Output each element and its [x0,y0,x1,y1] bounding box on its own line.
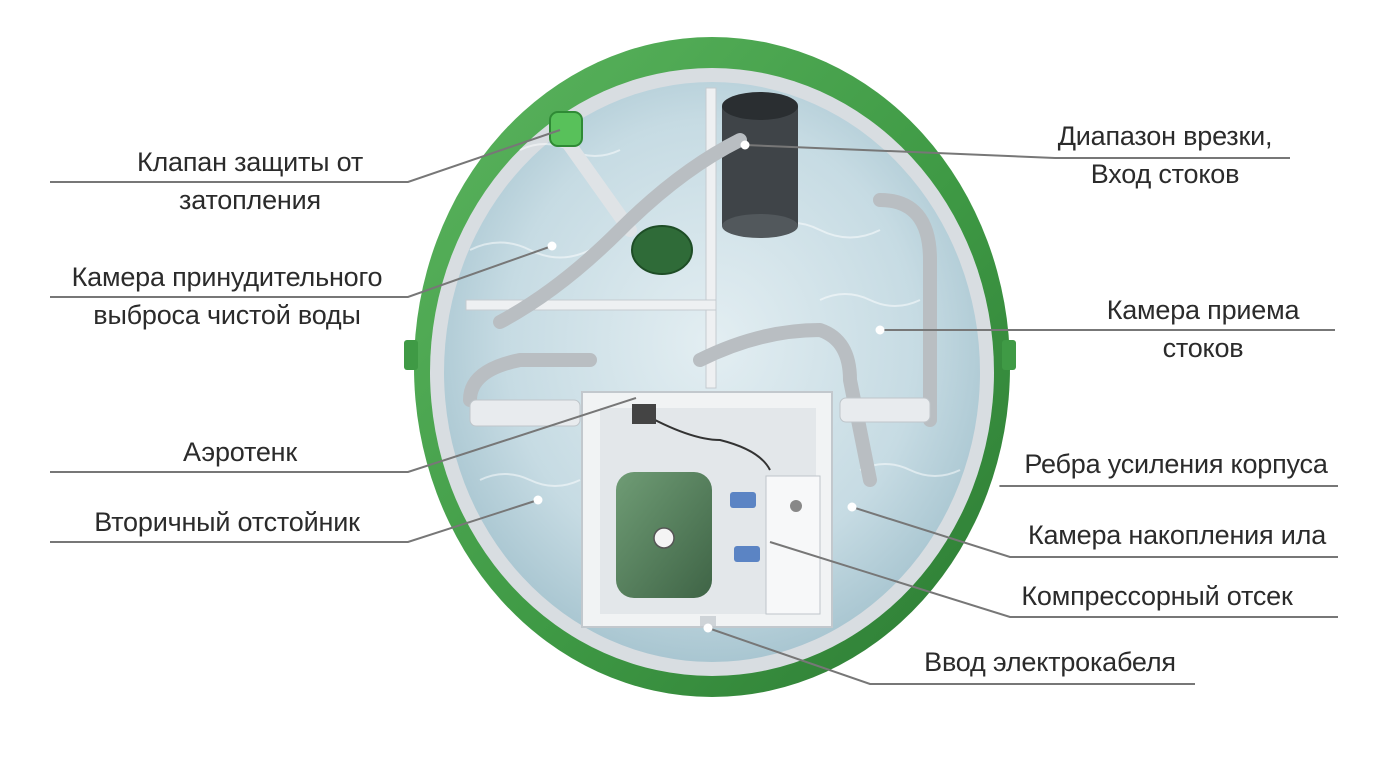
label-power-cable-entry-line1: Ввод электрокабеля [924,647,1176,677]
label-inlet-range: Диапазон врезки, Вход стоков [1050,117,1280,193]
label-receiving-chamber-line1: Камера приема [1106,295,1300,325]
label-flood-valve-line1: Клапан защиты от [136,147,364,177]
discharge-pump [631,225,693,275]
electric-box [765,475,821,615]
leader-lines [50,129,1338,685]
leader-secondary-clarifier [50,499,539,543]
label-reinforcement-ribs-line1: Ребра усиления корпуса [1024,449,1328,479]
label-sludge-chamber: Камера накопления ила [1010,516,1344,554]
label-flood-valve-line2: затопления [179,185,321,215]
valve-blue-2 [734,546,760,562]
label-secondary-clarifier: Вторичный отстойник [62,503,392,541]
label-receiving-chamber-line2: стоков [1162,333,1244,363]
label-secondary-clarifier-line1: Вторичный отстойник [94,507,360,537]
label-compressor-compartment-line1: Компрессорный отсек [1021,581,1293,611]
left-stub [404,340,418,370]
leader-sludge-chamber [851,506,1338,558]
label-receiving-chamber: Камера приема стоков [1088,291,1318,367]
leader-flood-valve [50,129,561,183]
label-aerotank-line1: Аэротенк [182,437,298,467]
leader-inlet-range [744,144,1290,159]
air-manifold-left [469,399,581,427]
valve-blue-1 [730,492,756,508]
label-flood-valve: Клапан защиты от затопления [100,143,400,219]
air-manifold-right [839,397,931,423]
partition-vertical [705,87,717,389]
compressor-compartment [581,391,833,628]
inlet-pipe [722,92,798,238]
label-forced-discharge-chamber: Камера принудительного выброса чистой во… [52,258,402,334]
leader-forced-discharge [50,245,553,298]
label-compressor-compartment: Компрессорный отсек [1004,577,1310,615]
label-aerotank: Аэротенк [130,433,350,471]
right-stub [1002,340,1016,370]
leader-compressor [769,541,1338,618]
label-sludge-chamber-line1: Камера накопления ила [1027,520,1327,550]
air-pipes [463,133,937,487]
label-forced-discharge-line2: выброса чистой воды [93,300,361,330]
partition-horizontal [465,299,717,311]
label-inlet-range-line2: Вход стоков [1090,159,1240,189]
label-reinforcement-ribs: Ребра усиления корпуса [1006,445,1346,483]
leader-cable-entry [707,627,1195,685]
label-power-cable-entry: Ввод электрокабеля [905,643,1195,681]
leader-dots [533,140,1000,633]
label-inlet-range-line1: Диапазон врезки, [1057,121,1273,151]
label-forced-discharge-line1: Камера принудительного [71,262,383,292]
compressor-fan [653,527,675,549]
leader-aerotank [50,397,637,473]
cable-entry [700,616,716,626]
flood-valve [549,111,637,237]
